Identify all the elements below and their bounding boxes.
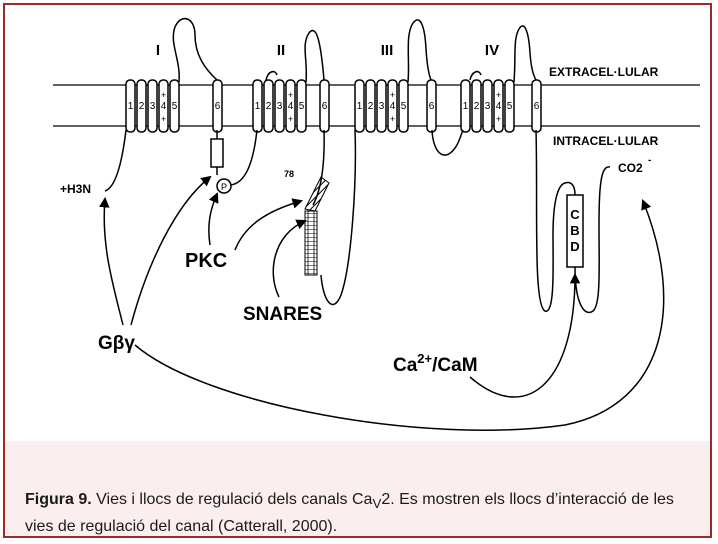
seg-label: 4: [496, 101, 502, 112]
ca-cam-label: Ca2+/CaM: [393, 351, 478, 376]
seg-label: 4: [161, 101, 167, 112]
domain-label-iii: III: [381, 42, 394, 59]
extracellular-loops: [173, 19, 536, 82]
domain-label-iv: IV: [485, 42, 499, 59]
seg-label: 6: [215, 101, 221, 112]
gbg-to-n-terminus-arrow: [104, 199, 123, 325]
c-terminus-charge: -: [648, 155, 651, 166]
seg-label: 2: [139, 101, 145, 112]
svg-text:+: +: [390, 90, 395, 100]
seg-label: 2: [474, 101, 480, 112]
seg-label: 5: [172, 101, 178, 112]
seg-label: 6: [322, 101, 328, 112]
pkc-site-box: [211, 139, 223, 167]
seg-label: 3: [277, 101, 283, 112]
caption-box: Figura 9. Vies i llocs de regulació dels…: [5, 441, 710, 536]
extracellular-label: EXTRACEL·LULAR: [549, 65, 659, 79]
seg-label: 4: [390, 101, 396, 112]
pkc-to-p-arrow: [209, 194, 217, 245]
figure-frame: 1 2 3 4 5 6 1 2 3 4 5 6 1 2 3 4 5 6 1 2: [3, 3, 712, 538]
domain-labels: I II III IV: [156, 42, 499, 59]
intracellular-label: INTRACEL·LULAR: [553, 134, 659, 148]
seg-label: 1: [255, 101, 261, 112]
seg-label: 2: [368, 101, 374, 112]
snare-binding-region: [305, 177, 329, 275]
svg-text:+: +: [496, 90, 501, 100]
p-label: P: [221, 182, 227, 192]
pkc-label: PKC: [185, 250, 227, 272]
seg-label: 1: [128, 101, 134, 112]
channel-diagram: 1 2 3 4 5 6 1 2 3 4 5 6 1 2 3 4 5 6 1 2: [5, 5, 710, 441]
seg-label: 6: [534, 101, 540, 112]
c-terminus-label: CO2: [618, 161, 643, 175]
svg-text:+: +: [288, 114, 293, 124]
gbg-to-c-terminus-arrow: [135, 201, 664, 430]
seg-label: 1: [463, 101, 469, 112]
cbd-letter: C: [570, 207, 580, 222]
svg-text:+: +: [496, 114, 501, 124]
caption-lead: Figura 9.: [25, 491, 92, 508]
seg-label: 3: [485, 101, 491, 112]
seg-label: 6: [429, 101, 435, 112]
domain-label-i: I: [156, 42, 160, 59]
seg-label: 4: [288, 101, 294, 112]
diagram-svg: 1 2 3 4 5 6 1 2 3 4 5 6 1 2 3 4 5 6 1 2: [5, 5, 710, 441]
gbg-label: Gβγ: [98, 333, 135, 354]
svg-text:+: +: [288, 90, 293, 100]
seg-label: 5: [507, 101, 513, 112]
seg-label: 1: [357, 101, 363, 112]
loop-number: 78: [284, 169, 294, 179]
seg-label: 3: [150, 101, 156, 112]
figure-caption: Figura 9. Vies i llocs de regulació dels…: [25, 488, 695, 538]
snares-arrow: [273, 221, 305, 297]
svg-text:+: +: [161, 114, 166, 124]
s4-charges: + + + + + + + +: [161, 90, 501, 124]
seg-label: 5: [299, 101, 305, 112]
pkc-to-loop-arrow: [235, 201, 301, 250]
svg-text:+: +: [390, 114, 395, 124]
cbd-letter: D: [570, 239, 579, 254]
seg-label: 5: [401, 101, 407, 112]
ca-cam-arrow: [470, 275, 575, 397]
seg-label: 3: [379, 101, 385, 112]
caption-text: Vies i llocs de regulació dels canals Ca: [96, 491, 372, 508]
segment-numbers: 1 2 3 4 5 6 1 2 3 4 5 6 1 2 3 4 5 6 1 2: [128, 101, 540, 112]
cbd-letter: B: [570, 223, 579, 238]
n-terminus-label: +H3N: [60, 182, 91, 196]
intracellular-loops: [105, 130, 610, 312]
domain-label-ii: II: [277, 42, 285, 59]
svg-text:+: +: [161, 90, 166, 100]
phosphorylation-site: P: [217, 179, 231, 193]
cbd-region: C B D: [567, 195, 583, 267]
snares-label: SNARES: [243, 304, 322, 325]
seg-label: 2: [266, 101, 272, 112]
caption-subscript: V: [372, 496, 381, 511]
